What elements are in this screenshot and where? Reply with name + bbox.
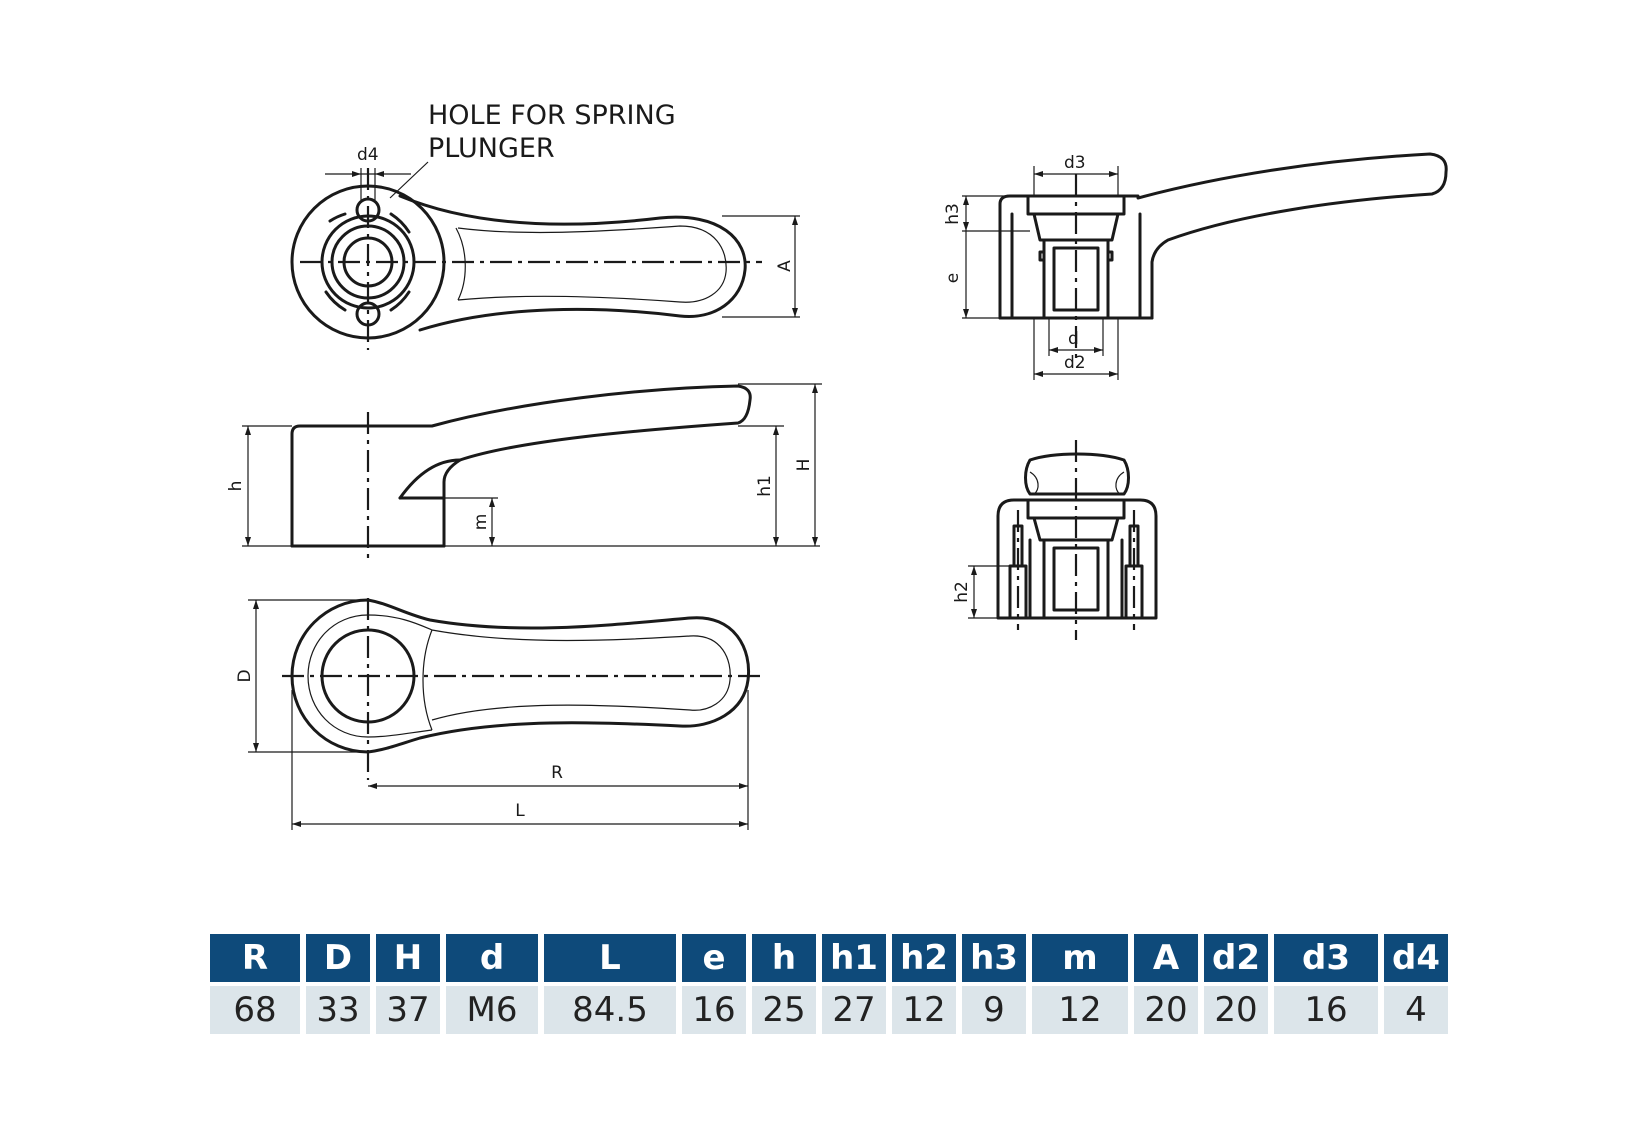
technical-drawing: d4 HOLE FOR SPRING PLUNGER A h m bbox=[226, 100, 1448, 830]
d4-label: d4 bbox=[357, 145, 379, 165]
table-header-cell: D bbox=[306, 934, 370, 982]
table-header-cell: d2 bbox=[1204, 934, 1268, 982]
table-value-cell: 33 bbox=[306, 986, 370, 1034]
table-value-cell: 37 bbox=[376, 986, 440, 1034]
table-value-cell: 16 bbox=[1274, 986, 1378, 1034]
table-value-cell: 12 bbox=[1032, 986, 1128, 1034]
h1-label: h1 bbox=[755, 475, 775, 497]
h-label: h bbox=[226, 481, 246, 492]
table-value-cell: M6 bbox=[446, 986, 538, 1034]
H-label: H bbox=[794, 459, 814, 472]
lever-outline-top bbox=[398, 194, 747, 332]
table-header-cell: h1 bbox=[822, 934, 886, 982]
side-view: h m h1 H bbox=[226, 383, 822, 560]
top-view: d4 HOLE FOR SPRING PLUNGER A bbox=[290, 100, 800, 350]
table-value-cell: 20 bbox=[1134, 986, 1198, 1034]
section-lever bbox=[1136, 152, 1448, 320]
table-header-cell: d4 bbox=[1384, 934, 1448, 982]
table-header-cell: d bbox=[446, 934, 538, 982]
bottom-outline bbox=[290, 598, 751, 754]
plunger-section-view: h2 bbox=[952, 440, 1158, 640]
A-label: A bbox=[775, 260, 795, 272]
table-header-cell: h3 bbox=[962, 934, 1026, 982]
note-line-1: HOLE FOR SPRING bbox=[428, 100, 676, 131]
table-value-cell: 25 bbox=[752, 986, 816, 1034]
lever-section bbox=[1024, 452, 1130, 496]
table-value-cell: 84.5 bbox=[544, 986, 676, 1034]
table-header-cell: R bbox=[210, 934, 300, 982]
table-value-cell: 9 bbox=[962, 986, 1026, 1034]
table-header-cell: d3 bbox=[1274, 934, 1378, 982]
R-label: R bbox=[551, 763, 563, 783]
section-view: d3 h3 e d d2 bbox=[943, 152, 1448, 380]
table-value-cell: 12 bbox=[892, 986, 956, 1034]
table-value-cell: 27 bbox=[822, 986, 886, 1034]
table-value-cell: 68 bbox=[210, 986, 300, 1034]
table-value-cell: 16 bbox=[682, 986, 746, 1034]
table-header-cell: h2 bbox=[892, 934, 956, 982]
L-label: L bbox=[515, 801, 525, 821]
m-label: m bbox=[471, 514, 491, 531]
table-header-row: R D H d L e h h1 h2 h3 m A d2 d3 d4 bbox=[210, 934, 1448, 982]
d-label: d bbox=[1068, 329, 1079, 349]
table-header-cell: L bbox=[544, 934, 676, 982]
d3-label: d3 bbox=[1064, 153, 1086, 173]
note-line-2: PLUNGER bbox=[428, 133, 555, 164]
table-value-cell: 4 bbox=[1384, 986, 1448, 1034]
d2-label: d2 bbox=[1064, 353, 1086, 373]
table-value-cell: 20 bbox=[1204, 986, 1268, 1034]
table-header-cell: h bbox=[752, 934, 816, 982]
table-header-cell: m bbox=[1032, 934, 1128, 982]
table-value-row: 68 33 37 M6 84.5 16 25 27 12 9 12 20 20 … bbox=[210, 986, 1448, 1034]
hub-section bbox=[996, 498, 1158, 620]
D-label: D bbox=[235, 669, 255, 682]
h3-label: h3 bbox=[943, 203, 963, 225]
h2-label: h2 bbox=[952, 581, 972, 603]
dimensions-table: R D H d L e h h1 h2 h3 m A d2 d3 d4 68 3… bbox=[204, 930, 1454, 1038]
table-header-cell: H bbox=[376, 934, 440, 982]
table-header-cell: A bbox=[1134, 934, 1198, 982]
side-profile bbox=[290, 384, 752, 548]
e-label: e bbox=[943, 273, 963, 283]
bottom-view: D R L bbox=[235, 598, 762, 830]
table-header-cell: e bbox=[682, 934, 746, 982]
